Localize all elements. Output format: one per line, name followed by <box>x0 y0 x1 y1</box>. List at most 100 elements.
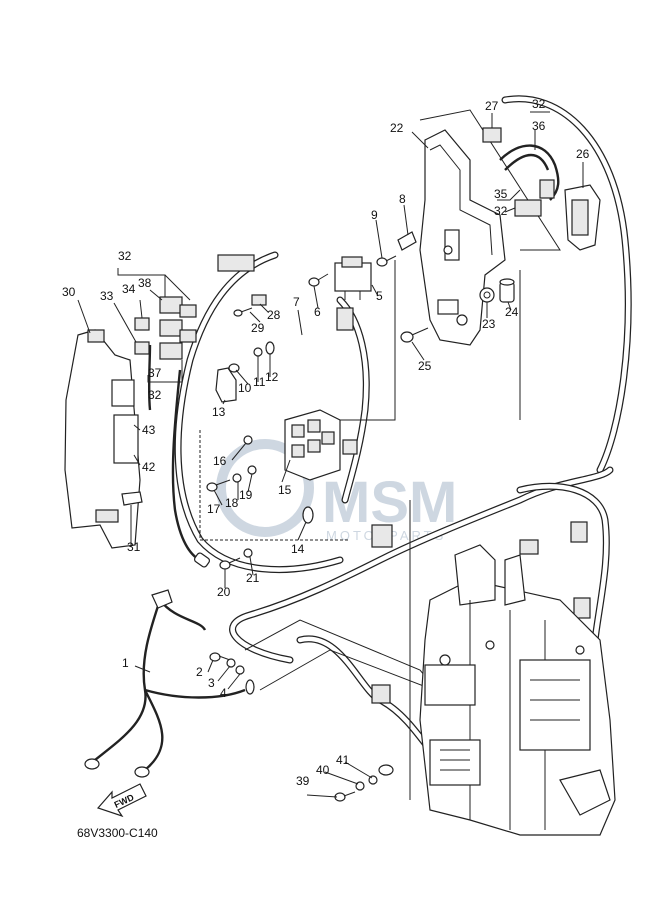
callout-4: 4 <box>220 686 227 700</box>
frame-top-right <box>419 109 561 251</box>
callout-7: 7 <box>293 295 300 309</box>
bolt-6 <box>308 273 329 287</box>
grommet-23 <box>479 287 495 303</box>
wiring-harness-loops <box>147 95 632 754</box>
relay-block-38 <box>159 296 197 360</box>
terminal-engine <box>378 764 394 776</box>
harness-right-loop <box>501 95 632 474</box>
callout-3: 3 <box>208 676 215 690</box>
nut-41 <box>368 775 378 785</box>
callout-35: 35 <box>494 187 508 201</box>
callout-34: 34 <box>122 282 136 296</box>
terminal-12 <box>265 341 275 355</box>
connector-right-2 <box>573 597 591 619</box>
connector-bracket-26 <box>564 184 601 251</box>
callout-32-b: 32 <box>148 388 162 402</box>
fwd-arrow-icon <box>96 783 147 818</box>
relay-5 <box>334 256 372 300</box>
callout-11: 11 <box>253 375 266 389</box>
connector-7 <box>336 307 354 331</box>
callout-16: 16 <box>213 454 227 468</box>
callout-28: 28 <box>267 308 281 322</box>
nut-19 <box>247 465 257 475</box>
bolt-2 <box>209 652 231 662</box>
bolt-17 <box>206 479 231 492</box>
callout-25: 25 <box>418 359 432 373</box>
callout-18: 18 <box>225 496 239 510</box>
callout-31: 31 <box>127 540 141 554</box>
callout-2: 2 <box>196 665 203 679</box>
callout-5: 5 <box>376 289 383 303</box>
washer-21 <box>243 548 253 558</box>
callout-21: 21 <box>246 571 260 585</box>
terminal-14 <box>302 506 314 524</box>
callout-6: 6 <box>314 305 321 319</box>
screw-10 <box>228 363 240 373</box>
callout-8: 8 <box>399 192 406 206</box>
callout-43: 43 <box>142 423 156 437</box>
callout-22: 22 <box>390 121 404 135</box>
callout-33: 33 <box>100 289 114 303</box>
diagram-code: 68V3300-C140 <box>77 826 158 840</box>
callout-17: 17 <box>207 502 221 516</box>
screw-29 <box>233 307 253 317</box>
callout-32-d: 32 <box>494 204 508 218</box>
thin-cable-left <box>171 369 201 562</box>
callout-1: 1 <box>122 656 129 670</box>
bracket-22 <box>419 129 506 346</box>
frame-bottom-2 <box>259 649 461 701</box>
callout-14: 14 <box>291 542 305 556</box>
part-8 <box>397 231 417 251</box>
cap-13 <box>215 367 237 403</box>
washer-11 <box>253 347 263 357</box>
callouts: 1 2 3 4 5 6 7 8 9 10 11 12 13 14 15 16 1… <box>62 97 590 788</box>
connector-bundle-35 <box>499 144 560 217</box>
callout-10: 10 <box>238 381 252 395</box>
callout-20: 20 <box>217 585 231 599</box>
callout-39: 39 <box>296 774 310 788</box>
connector-right-1 <box>570 521 588 543</box>
watermark-ring <box>216 439 314 537</box>
connector-engine <box>371 684 391 704</box>
clip-27 <box>482 127 502 143</box>
battery-cable-1 <box>84 589 255 778</box>
callout-13: 13 <box>212 405 226 419</box>
callout-29: 29 <box>251 321 265 335</box>
washer-4 <box>235 665 245 675</box>
callout-26: 26 <box>576 147 590 161</box>
callout-12: 12 <box>265 370 279 384</box>
fuse-block-15 <box>284 409 341 481</box>
bolt-25 <box>400 327 429 343</box>
plug-left <box>193 552 211 568</box>
engine-block <box>419 544 616 836</box>
callout-32-c: 32 <box>532 97 546 111</box>
collar-24 <box>499 278 515 303</box>
clip-28 <box>251 294 267 306</box>
callout-41: 41 <box>336 753 350 767</box>
clip-31 <box>121 491 143 506</box>
callout-19: 19 <box>239 488 253 502</box>
callout-40: 40 <box>316 763 330 777</box>
fwd-arrow: FWD <box>96 783 147 818</box>
relay-block-34 <box>134 317 150 355</box>
bolt-39 <box>334 791 356 802</box>
bolt-9 <box>376 255 397 267</box>
callout-36: 36 <box>532 119 546 133</box>
callout-32-a: 32 <box>118 249 132 263</box>
connector-top-left <box>217 254 255 272</box>
callout-24: 24 <box>505 305 519 319</box>
connector-lower <box>371 524 393 548</box>
callout-15: 15 <box>278 483 292 497</box>
washer-18 <box>232 473 242 483</box>
fuse-small <box>342 439 358 455</box>
washer-3 <box>226 658 236 668</box>
cover-30 <box>64 329 141 549</box>
connector-right-3 <box>519 539 539 555</box>
callout-42: 42 <box>142 460 156 474</box>
callout-38: 38 <box>138 276 152 290</box>
thin-cable-small <box>147 344 152 411</box>
callout-23: 23 <box>482 317 496 331</box>
frame-lower-left <box>199 430 350 541</box>
